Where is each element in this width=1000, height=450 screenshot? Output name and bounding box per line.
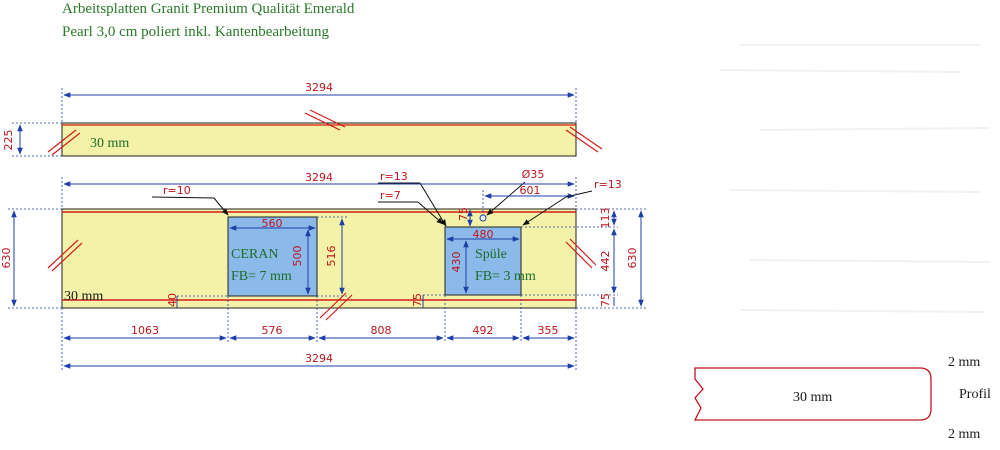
dim-113-label: 113: [599, 208, 612, 229]
segment-label-5: 355: [538, 324, 559, 337]
strip-width-label: 3294: [305, 81, 333, 94]
main-thickness-label: 30 mm: [64, 289, 103, 304]
title-line-1: Arbeitsplatten Granit Premium Qualität E…: [62, 1, 355, 17]
tap-hole-diameter-label: Ø35: [522, 168, 545, 181]
radius-right-label: r=13: [594, 178, 622, 191]
radius-mid-label: r=7: [380, 189, 401, 202]
profile-top-label: 2 mm: [948, 355, 980, 370]
tap-75-label: 75: [457, 207, 470, 221]
main-height-left-label: 630: [0, 248, 13, 269]
profile-side-label: Profil: [959, 387, 991, 402]
strip-slab: [47, 109, 603, 157]
sink-cutout: [444, 226, 522, 296]
main-height-right-label: 630: [626, 248, 639, 269]
profile-bottom-label: 2 mm: [948, 427, 980, 442]
dim-75-right-label: 75: [599, 293, 612, 307]
main-height-left-dimension: [8, 208, 62, 309]
sink-width-label: 480: [473, 228, 494, 241]
dim-40-label: 40: [166, 293, 179, 307]
ceran-outer-height-dimension: [317, 216, 348, 297]
radius-left-leader: [213, 197, 229, 216]
strip-thickness-label: 30 mm: [90, 136, 129, 151]
radius-right-leader: [522, 196, 567, 226]
ceran-cutout: [227, 216, 318, 297]
strip-height-label: 225: [2, 130, 15, 151]
ceran-name-label: CERAN: [231, 247, 278, 262]
sink-fb-label: FB= 3 mm: [475, 269, 536, 284]
right-side-dimensions: [521, 208, 648, 309]
segment-label-3: 808: [371, 324, 392, 337]
tap-offset-dimension: [482, 190, 575, 215]
radius-mid-leader: [417, 201, 444, 225]
profile-thickness-label: 30 mm: [793, 390, 832, 405]
sink-name-label: Spüle: [475, 247, 507, 262]
main-width-top-dimension: [61, 177, 577, 209]
tap-hole: [479, 214, 487, 222]
tap-offset-label: 601: [520, 184, 541, 197]
segment-label-1: 1063: [131, 324, 159, 337]
radius-left-label: r=10: [163, 184, 191, 197]
radius-right-leader-h: [565, 190, 593, 198]
ceran-height-label: 500: [291, 246, 304, 267]
segment-label-4: 492: [473, 324, 494, 337]
main-width-bottom-label: 3294: [305, 352, 333, 365]
dim-75-bottom-label: 75: [411, 293, 424, 307]
title-line-2: Pearl 3,0 cm poliert inkl. Kantenbearbei…: [62, 24, 330, 40]
segment-dimensions: [61, 295, 577, 370]
radius-mid-top-label: r=13: [380, 170, 408, 183]
main-width-top-label: 3294: [305, 171, 333, 184]
segment-label-2: 576: [262, 324, 283, 337]
strip-height-dimension: [12, 122, 62, 157]
radius-left-leader-h: [151, 196, 215, 199]
ceran-width-label: 560: [262, 217, 283, 230]
edge-profile: [693, 367, 932, 421]
dim-442-label: 442: [599, 251, 612, 272]
background-scan-noise: [719, 44, 991, 313]
ceran-outer-height-label: 516: [325, 246, 338, 267]
strip-width-dimension: [61, 88, 577, 123]
sink-height-label: 430: [450, 252, 463, 273]
ceran-fb-label: FB= 7 mm: [231, 269, 292, 284]
